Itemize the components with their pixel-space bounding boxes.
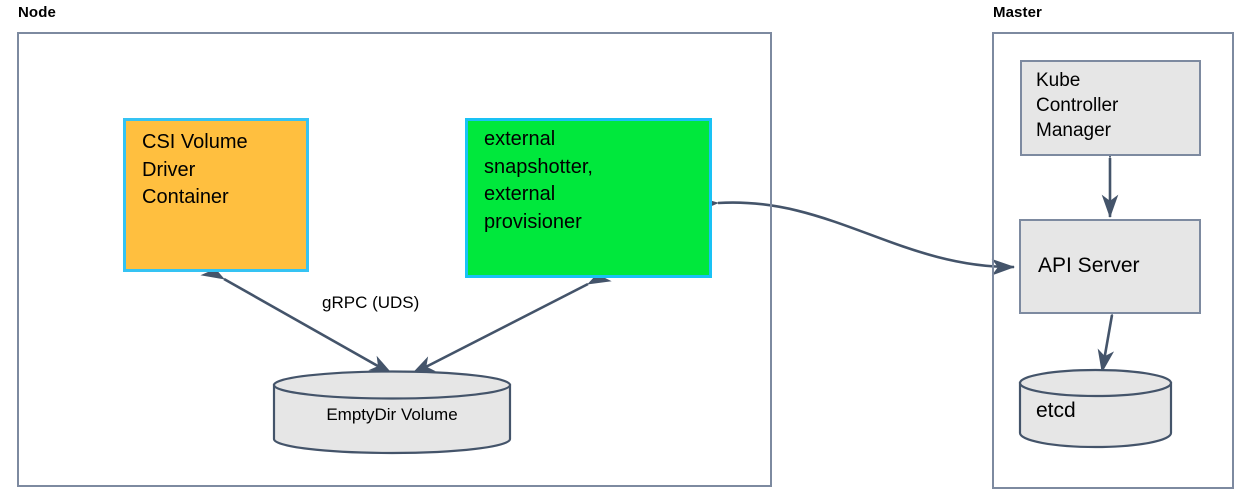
csi-driver-line-1: CSI Volume <box>142 131 248 153</box>
api-server-box[interactable]: API Server <box>1019 219 1201 314</box>
kcm-line-1: Kube <box>1036 70 1081 91</box>
external-components-line-3: external <box>484 183 556 206</box>
arrow-csi-driver-to-emptydir <box>200 260 393 376</box>
node-group-box <box>17 32 772 487</box>
external-components-line-4: provisioner <box>484 210 582 233</box>
external-snapshotter-provisioner-container[interactable]: external snapshotter, external provision… <box>465 118 712 278</box>
grpc-uds-label: gRPC (UDS) <box>322 293 420 312</box>
arrow-external-to-emptydir <box>411 266 612 376</box>
csi-driver-line-2: Driver <box>142 158 196 181</box>
api-server-label: API Server <box>1038 254 1140 278</box>
arrow-external-to-api-server <box>695 196 1016 276</box>
kube-controller-manager-box[interactable]: Kube Controller Manager <box>1020 60 1201 156</box>
node-group-label: Node <box>18 4 56 21</box>
external-components-line-2: snapshotter, <box>484 155 593 178</box>
kcm-line-2: Controller <box>1036 95 1119 117</box>
arrow-api-server-to-etcd <box>1097 291 1125 374</box>
master-group-box <box>992 32 1234 489</box>
external-components-line-1: external <box>484 128 556 150</box>
csi-driver-line-3: Container <box>142 186 229 209</box>
master-group-label: Master <box>993 4 1042 21</box>
csi-volume-driver-container[interactable]: CSI Volume Driver Container <box>123 118 309 272</box>
kcm-line-3: Manager <box>1036 120 1111 142</box>
